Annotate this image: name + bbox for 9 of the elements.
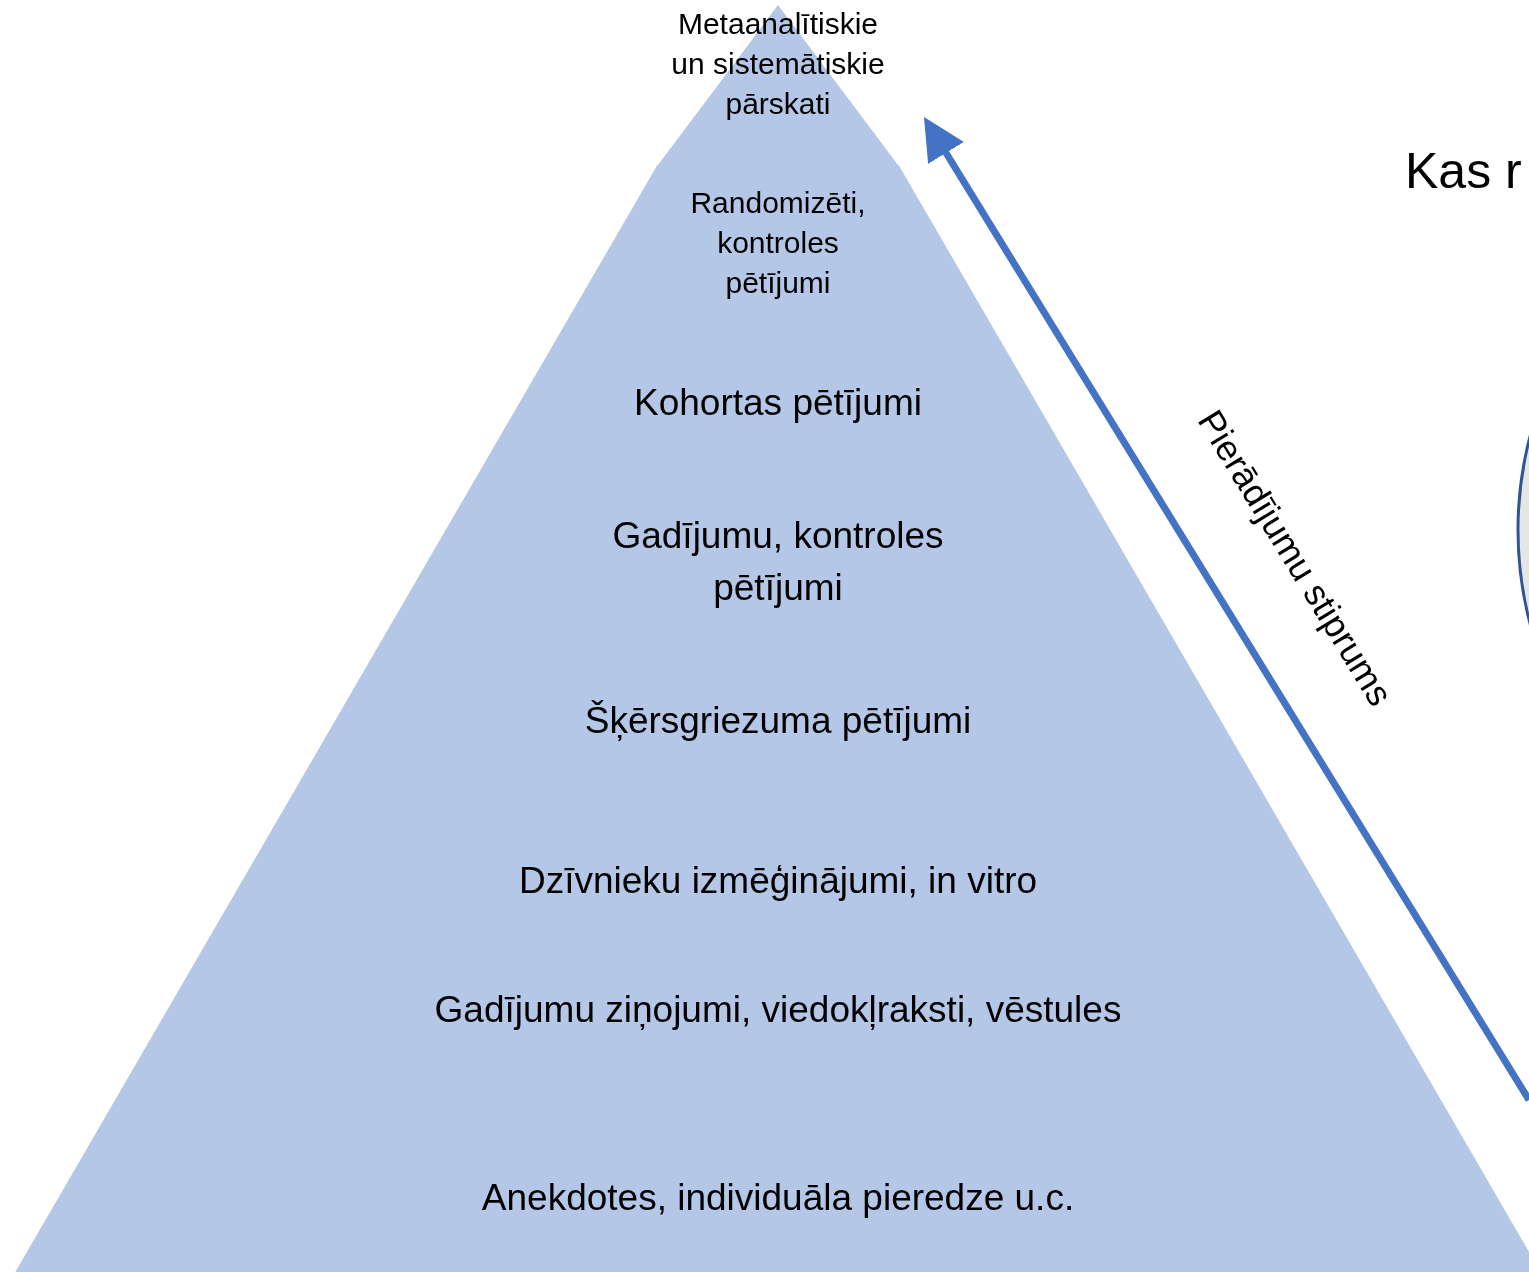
tier-label: Randomizēti, kontroles pētījumi <box>689 185 867 301</box>
tier-label: Anekdotes, individuāla pieredze u.c. <box>480 1176 1076 1220</box>
heading-text: Kas r <box>1405 142 1522 200</box>
tier-label: Dzīvnieku izmēģinājumi, in vitro <box>517 859 1039 903</box>
tier-label: Kohortas pētījumi <box>633 381 923 425</box>
tier-label: Gadījumu, kontroles pētījumi <box>611 514 945 610</box>
tier-label: Metaanalītiskie un sistemātiskie pārskati <box>670 6 886 122</box>
tier-label: Šķērsgriezuma pētījumi <box>583 699 973 743</box>
tier-label: Gadījumu ziņojumi, viedokļraksti, vēstules <box>433 988 1123 1032</box>
